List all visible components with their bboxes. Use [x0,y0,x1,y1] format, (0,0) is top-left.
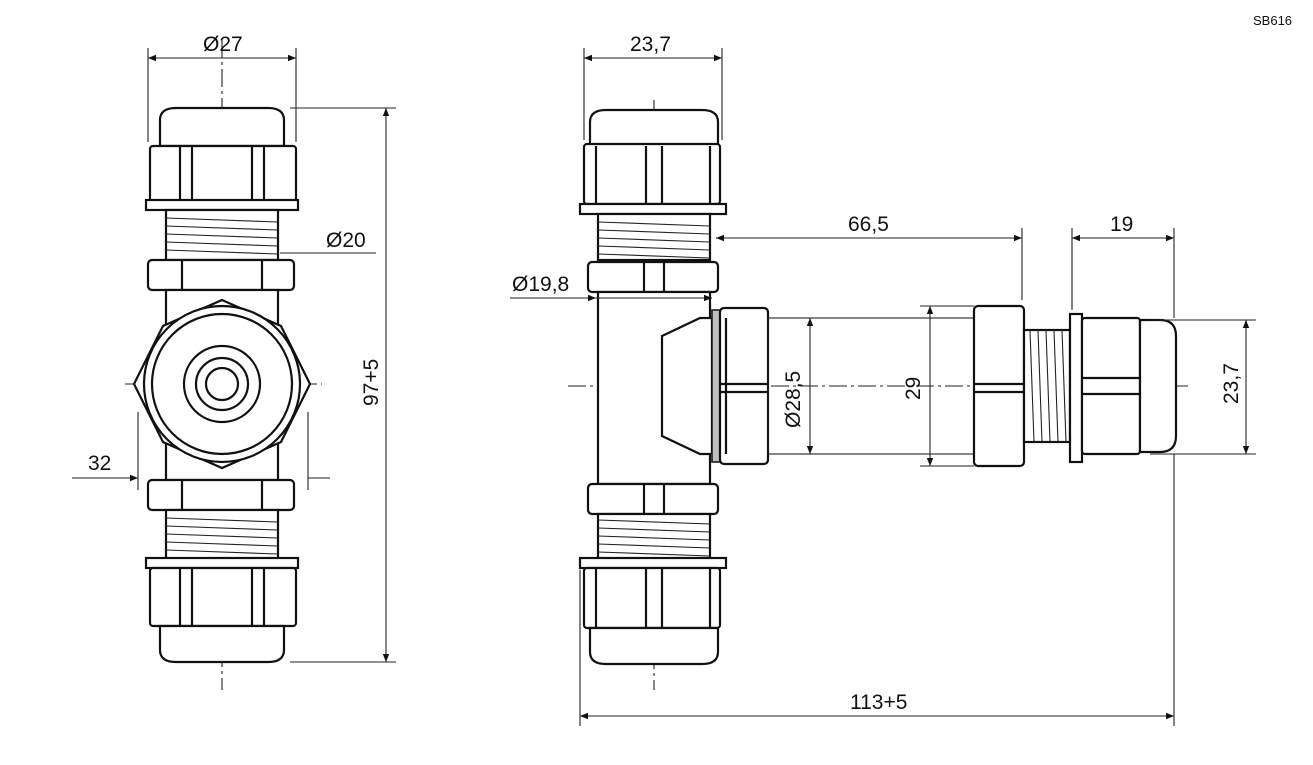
dim-front-end-cap-width: 19 [1071,213,1175,318]
front-view: 23,7 66,5 19 Ø19,8 Ø28,5 [510,33,1256,726]
dim-label-cap-diameter: Ø27 [203,33,243,56]
dim-label-branch-length: 66,5 [848,213,889,236]
front-top-cap [578,108,728,216]
side-top-thread [164,208,280,262]
dim-front-nut-diameter: Ø28,5 [770,317,822,455]
side-top-cap [144,106,300,212]
dim-front-total-width: 113+5 [579,454,1175,726]
dim-front-end-height: 23,7 [1150,319,1256,455]
side-view: Ø27 Ø20 32 97+5 [72,33,396,690]
dim-label-cap-width: 23,7 [630,33,671,56]
dim-label-total-height: 97+5 [360,359,383,406]
front-top-thread [596,212,712,262]
front-far-nut [972,304,1026,468]
side-bottom-thread [164,508,280,562]
front-far-thread [1022,328,1072,444]
dim-label-body-width: 32 [88,452,111,475]
front-bottom-nut [586,482,720,516]
dim-label-nut-diameter: Ø28,5 [782,371,805,428]
front-bottom-cap [578,556,728,666]
dim-front-cap-width: 23,7 [583,33,723,140]
front-branch-nut [711,306,770,466]
front-branch-flare [660,316,714,456]
side-top-nut [146,258,296,292]
front-bottom-thread [596,512,712,562]
dim-label-branch-height: 29 [902,377,925,400]
dim-side-thread-diameter: Ø20 [280,229,376,254]
side-branch-end [132,298,312,470]
dim-side-cap-diameter: Ø27 [147,33,297,142]
dim-front-branch-height: 29 [902,305,974,467]
dim-label-front-thread-diameter: Ø19,8 [512,273,569,296]
side-bottom-nut [146,478,296,512]
front-end-cap [1068,312,1178,464]
front-top-nut [586,260,720,294]
dim-front-thread-diameter: Ø19,8 [510,273,712,302]
side-bottom-cap [144,556,300,664]
dim-front-branch-length: 66,5 [716,213,1023,300]
dim-label-end-cap-width: 19 [1110,213,1133,236]
dim-label-thread-diameter: Ø20 [326,229,366,252]
dim-label-total-width: 113+5 [850,691,907,714]
dim-side-body-width: 32 [72,412,330,490]
dim-side-total-height: 97+5 [290,107,396,663]
dim-label-end-height: 23,7 [1220,363,1243,404]
drawing-code: SB616 [1253,13,1292,28]
